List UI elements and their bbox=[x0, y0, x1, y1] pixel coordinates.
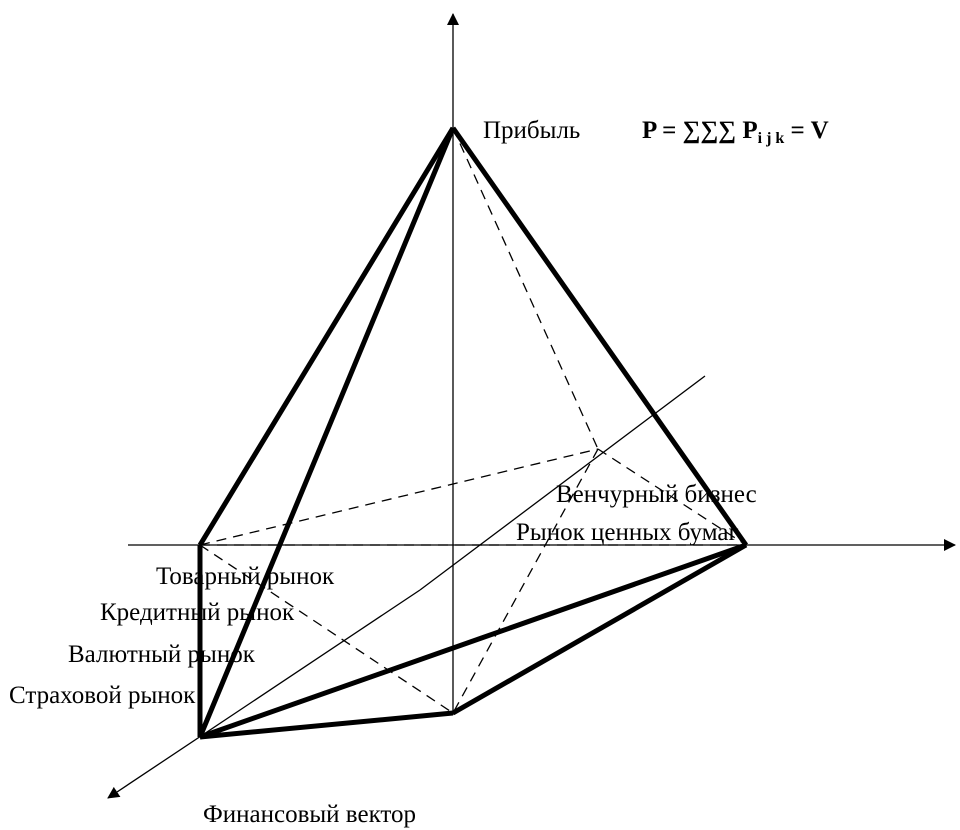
edge-front-right bbox=[199, 542, 747, 740]
formula-lhs: P = ∑∑∑ P bbox=[642, 117, 758, 144]
formula-rhs: = V bbox=[784, 117, 828, 144]
label-currency: Валютный рынок bbox=[68, 641, 256, 668]
label-financial-vector: Финансовый вектор bbox=[203, 801, 416, 828]
hidden-edge-left-back bbox=[199, 448, 599, 546]
edge-apex-right bbox=[450, 126, 749, 547]
label-venture: Венчурный бизнес bbox=[556, 481, 757, 508]
label-insurance: Страховой рынок bbox=[9, 682, 196, 709]
hidden-edge-back-right bbox=[597, 448, 747, 546]
depth-axis-back bbox=[419, 375, 706, 591]
edge-bottom-right bbox=[451, 542, 748, 716]
formula: P = ∑∑∑ Pi j k = V bbox=[642, 117, 829, 147]
label-credit: Кредитный рынок bbox=[100, 599, 295, 626]
label-securities: Рынок ценных бумаг bbox=[516, 519, 739, 546]
label-commodity: Товарный рынок bbox=[156, 563, 335, 590]
formula-subscript: i j k bbox=[758, 130, 785, 147]
edge-front-bottom bbox=[199, 710, 454, 740]
hidden-edge-apex-back bbox=[452, 127, 599, 450]
edge-apex-front bbox=[197, 127, 456, 738]
label-profit: Прибыль bbox=[483, 117, 580, 144]
edge-apex-left bbox=[197, 126, 456, 547]
depth-axis-front bbox=[107, 589, 421, 799]
